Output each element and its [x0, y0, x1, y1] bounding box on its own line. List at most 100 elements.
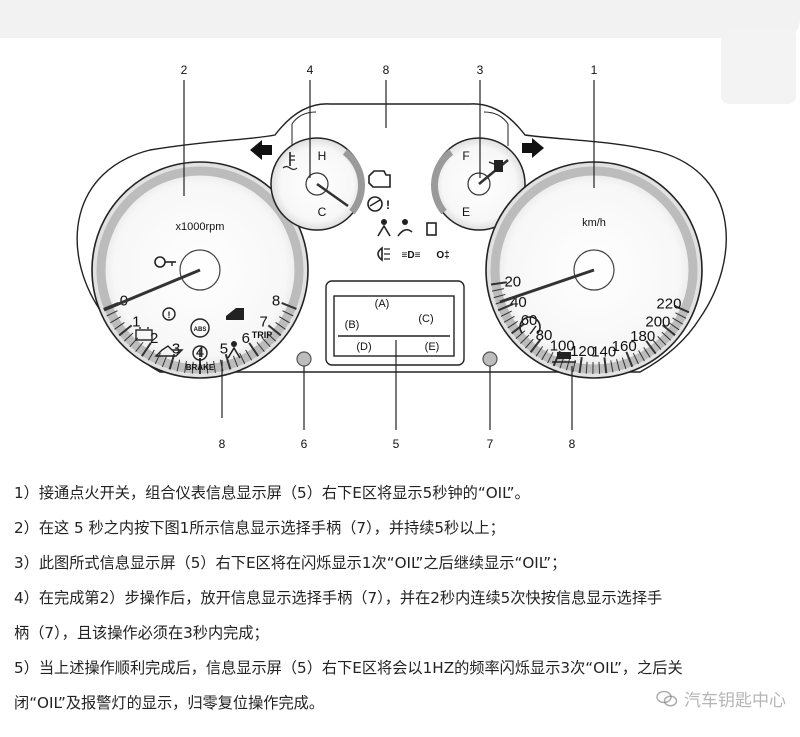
step-2: 2）在这 5 秒之内按下图1所示信息显示选择手柄（7），并持续5秒以上； [14, 519, 505, 537]
fuel-full-label: F [462, 149, 469, 163]
speed-tick [657, 336, 667, 346]
speed-tick [547, 352, 554, 364]
ghost-tile [721, 28, 796, 104]
information-display: (A) (B) (C) (D) (E) [325, 280, 465, 366]
callout-1: 1 [591, 63, 598, 77]
tach-tick [282, 310, 294, 317]
speed-tick [493, 293, 506, 299]
tach-tick-label: 5 [220, 340, 228, 357]
oil-pressure-icon [154, 345, 184, 357]
coolant-temperature-icon [282, 152, 298, 171]
step-1: 1）接通点火开关，组合仪表信息显示屏（5）右下E区将显示5秒钟的“OIL”。 [14, 484, 530, 502]
tach-tick [256, 341, 265, 352]
tach-tick [281, 302, 297, 310]
fuel-empty-label: E [462, 205, 470, 219]
tach-tick-label: 6 [242, 330, 250, 347]
speed-tick [490, 281, 507, 286]
instrument-cluster-diagram: 012345678 x1000rpm ! ABS [76, 63, 727, 451]
trip-text: TRIP [252, 330, 273, 340]
turn-left-arrow-icon [250, 140, 272, 160]
wechat-icon [656, 690, 678, 708]
speed-tick [645, 340, 657, 355]
speed-tick [616, 359, 620, 371]
tach-tick [261, 337, 271, 348]
reset-knob-6 [296, 351, 312, 367]
tach-tick [123, 332, 134, 342]
fuel-low-icon [426, 222, 437, 236]
tach-tick [275, 322, 286, 330]
turn-right-arrow-icon [522, 138, 544, 158]
center-indicator-panel: ! ≡D≡ O‡ [367, 170, 450, 262]
seatbelt-driver-icon [377, 219, 391, 237]
tach-tick [106, 310, 118, 317]
speed-tick [632, 352, 639, 365]
tach-tick [184, 360, 187, 373]
tach-tick [206, 361, 209, 374]
engine-check-icon [368, 170, 391, 188]
display-zone-c: (C) [418, 313, 433, 325]
svg-text:O‡: O‡ [436, 250, 449, 261]
tach-tick [279, 316, 290, 324]
tyre-pressure-icon [552, 352, 576, 363]
callout-lines [183, 80, 595, 430]
temp-high-label: H [318, 149, 327, 163]
callout-5: 5 [393, 437, 400, 451]
parking-brake-icon [192, 345, 208, 361]
callout-7: 7 [487, 437, 494, 451]
tach-tick [213, 360, 216, 373]
speed-tick [610, 360, 614, 373]
tach-tick [245, 349, 253, 361]
speed-tick [497, 303, 514, 312]
tach-tick [266, 332, 277, 342]
speed-tick-label: 180 [630, 328, 655, 345]
speed-tick [507, 320, 518, 329]
speed-tick [638, 350, 645, 362]
tach-tick [191, 361, 194, 374]
cluster-outline [76, 103, 727, 373]
rear-fog-light-icon: O‡ [436, 250, 449, 261]
step-4: 4）在完成第2）步操作后，放开信息显示选择手柄（7），并在2秒内连续5次快按信息… [14, 589, 663, 607]
top-band [0, 0, 800, 38]
speed-tick [673, 304, 690, 314]
speed-tick [643, 347, 651, 358]
speed-tick [621, 357, 627, 370]
speed-tick-label: 120 [570, 343, 595, 360]
tach-tick [176, 359, 181, 372]
battery-icon [135, 327, 153, 341]
tach-tick [267, 324, 282, 337]
speed-tick-label: 20 [504, 273, 521, 290]
tach-tick [248, 342, 259, 357]
step-5: 5）当上述操作顺利完成后，信息显示屏（5）右下E区将会以1HZ的频率闪烁显示3次… [14, 659, 683, 677]
callout-6: 6 [301, 437, 308, 451]
speed-tick [510, 322, 525, 335]
headlight-icon [377, 246, 390, 262]
tach-tick [239, 352, 246, 365]
svg-text:!: ! [386, 198, 390, 212]
tach-tick-label: 7 [260, 314, 268, 331]
step-3: 3）此图所式信息显示屏（5）右下E区将在闪烁显示1次“OIL”之后继续显示“OI… [14, 554, 567, 572]
speed-tick-label: 200 [645, 313, 670, 330]
speed-tick [541, 349, 549, 361]
step-5-continued: 闭“OIL”及报警灯的显示，归零复位操作完成。 [14, 694, 325, 712]
callout-2: 2 [181, 63, 188, 77]
speed-tick [578, 357, 583, 374]
display-zone-e: (E) [425, 341, 440, 353]
tachometer: 012345678 x1000rpm ! ABS [91, 161, 309, 379]
speed-tick [585, 361, 588, 374]
tach-tick-label: 1 [132, 314, 140, 331]
tach-tick [154, 352, 161, 365]
tach-unit-label: x1000rpm [176, 221, 225, 233]
speed-tick [661, 331, 672, 341]
key-immobilizer-icon [154, 256, 176, 268]
tach-tick [168, 353, 176, 370]
watermark: 汽车钥匙中心 [656, 686, 786, 711]
speed-tick-label: 160 [612, 338, 637, 355]
speed-tick [675, 312, 687, 319]
tach-tick-label: 3 [172, 340, 180, 357]
tach-tick [135, 341, 144, 352]
fuel-needle [478, 158, 509, 186]
speed-tick [668, 322, 680, 331]
speed-tick [672, 317, 684, 325]
tach-tick [232, 355, 239, 368]
